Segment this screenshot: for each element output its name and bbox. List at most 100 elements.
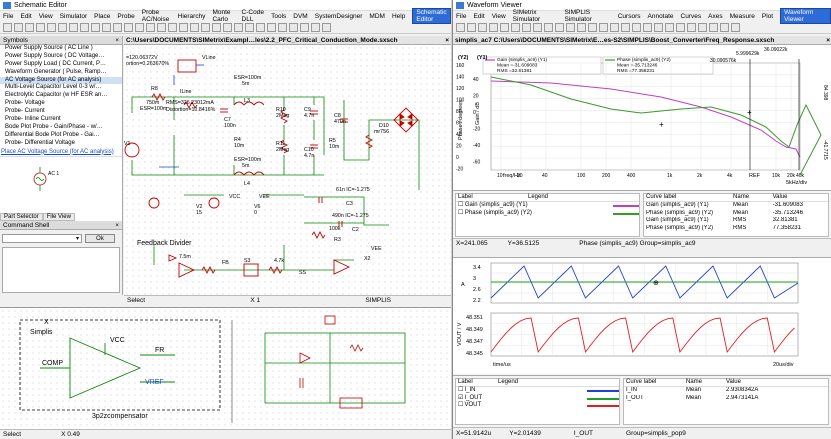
waveform-toolbar-icon[interactable] — [533, 22, 542, 32]
schematic-toolbar-icon[interactable] — [113, 22, 122, 32]
schematic-toolbar-icon[interactable] — [58, 22, 67, 32]
schematic-menu-hierarchy[interactable]: Hierarchy — [177, 12, 206, 20]
schematic-menu-probe[interactable]: Probe — [117, 12, 135, 20]
waveform-toolbar-icon[interactable] — [511, 22, 520, 32]
waveform-toolbar-icon[interactable] — [687, 22, 696, 32]
table-row[interactable]: ☐VOUT — [456, 402, 619, 410]
checkbox[interactable]: ☐ — [458, 202, 464, 208]
schematic-toolbar-icon[interactable] — [168, 22, 177, 32]
symbol-list-item[interactable]: Power Supply Load ( DC Current, P… — [5, 60, 107, 67]
symbol-list-item[interactable]: Bode Plot Probe - Gain/Phase - w/… — [5, 123, 103, 130]
schematic-toolbar-icon[interactable] — [3, 22, 12, 32]
symbol-list-item[interactable]: Probe- Inline Current — [5, 116, 61, 123]
schematic-toolbar-icon[interactable] — [91, 22, 100, 32]
column-header[interactable]: Name — [733, 194, 750, 200]
schematic-toolbar-icon[interactable] — [69, 22, 78, 32]
waveform-toolbar-icon[interactable] — [489, 22, 498, 32]
cursor-marker-icon[interactable]: ⊕ — [653, 280, 659, 287]
waveform-toolbar-icon[interactable] — [731, 22, 740, 32]
waveform-toolbar-icon[interactable] — [709, 22, 718, 32]
waveform-toolbar-icon[interactable] — [599, 22, 608, 32]
column-header[interactable]: Name — [686, 379, 703, 385]
schematic-menu-file[interactable]: File — [3, 12, 14, 20]
symbol-list-item[interactable]: Power Supply Source ( AC Line ) — [5, 45, 93, 51]
waveform-menu-file[interactable]: File — [456, 12, 467, 20]
symbol-list-item[interactable]: AC Voltage Source (for AC analysis) — [0, 76, 122, 85]
symbol-list-item[interactable]: Probe- Differential Voltage — [5, 139, 75, 146]
schematic-toolbar-icon[interactable] — [179, 22, 188, 32]
checkbox[interactable]: ☑ — [458, 394, 464, 401]
place-link[interactable]: Place AC Voltage Source (for AC analysis… — [1, 148, 114, 155]
symbol-list-item[interactable]: Multi-Level Capacitor Level 0-3 w/… — [5, 84, 102, 91]
table-row[interactable]: ☐Gain (simplis_ac9) (Y1) — [456, 202, 639, 210]
waveform-menu-curves[interactable]: Curves — [680, 12, 702, 20]
schematic-canvas[interactable]: =120.06372V ortion=0.263670% VLine ILine… — [124, 45, 451, 295]
waveform-menu-view[interactable]: View — [491, 12, 506, 20]
schematic-toolbar-icon[interactable] — [234, 22, 243, 32]
close-icon[interactable]: × — [115, 36, 119, 44]
waveform-menu-axes[interactable]: Axes — [708, 12, 723, 20]
waveform-toolbar-icon[interactable] — [632, 22, 641, 32]
schematic-menu-view[interactable]: View — [38, 12, 53, 20]
waveform-toolbar-icon[interactable] — [555, 22, 564, 32]
waveform-toolbar-icon[interactable] — [544, 22, 553, 32]
schematic-toolbar-icon[interactable] — [322, 22, 331, 32]
schematic-toolbar-icon[interactable] — [256, 22, 265, 32]
ok-button[interactable]: Ok — [85, 234, 115, 243]
waveform-toolbar-icon[interactable] — [665, 22, 674, 32]
command-input[interactable]: ▾ — [2, 234, 82, 243]
tab-part-selector[interactable]: Part Selector — [0, 212, 43, 221]
waveform-toolbar-icon[interactable] — [621, 22, 630, 32]
checkbox[interactable]: ☐ — [458, 402, 464, 408]
schematic-toolbar-icon[interactable] — [212, 22, 221, 32]
schematic-toolbar-icon[interactable] — [135, 22, 144, 32]
close-icon[interactable]: × — [445, 36, 449, 44]
schematic-toolbar-icon[interactable] — [300, 22, 309, 32]
schematic-window-badge[interactable]: Schematic Editor — [412, 8, 451, 24]
waveform-toolbar-icon[interactable] — [676, 22, 685, 32]
symbol-list-item[interactable]: Electrolytic Capacitor (w HF ESR an… — [5, 92, 108, 99]
table-row[interactable]: ☐I_IN — [456, 387, 619, 395]
column-header[interactable]: Curve label — [626, 379, 657, 385]
schematic-toolbar-icon[interactable] — [289, 22, 298, 32]
waveform-toolbar-icon[interactable] — [456, 22, 465, 32]
waveform-menu-simplis-simulator[interactable]: SIMPLIS Simulator — [564, 9, 592, 23]
schematic-toolbar-icon[interactable] — [278, 22, 287, 32]
waveform-menu-plot[interactable]: Plot — [761, 12, 774, 20]
command-output[interactable] — [2, 247, 120, 293]
checkbox[interactable]: ☐ — [458, 209, 464, 216]
schematic-menu-help[interactable]: Help — [391, 12, 406, 20]
waveform-menu-cursors[interactable]: Cursors — [617, 12, 641, 20]
schematic-toolbar-icon[interactable] — [311, 22, 320, 32]
waveform-toolbar-icon[interactable] — [720, 22, 729, 32]
waveform-toolbar-icon[interactable] — [566, 22, 575, 32]
schematic-toolbar-icon[interactable] — [124, 22, 133, 32]
schematic-menu-monte-carlo[interactable]: Monte Carlo — [212, 9, 231, 23]
column-header[interactable]: Legend — [498, 379, 519, 385]
schematic-toolbar-icon[interactable] — [201, 22, 210, 32]
waveform-window-badge[interactable]: Waveform Viewer — [780, 8, 831, 24]
waveform-toolbar-icon[interactable] — [577, 22, 586, 32]
table-row[interactable]: ☑I_OUT — [456, 395, 619, 403]
waveform-toolbar-icon[interactable] — [522, 22, 531, 32]
column-header[interactable]: Value — [772, 194, 788, 200]
column-header[interactable]: Label — [458, 194, 473, 200]
schematic-menu-dvm[interactable]: DVM — [293, 12, 308, 20]
schematic-menu-probe-ac-noise[interactable]: Probe AC/Noise — [141, 9, 170, 23]
schematic-toolbar-icon[interactable] — [47, 22, 56, 32]
schematic-toolbar-icon[interactable] — [190, 22, 199, 32]
schematic-toolbar-icon[interactable] — [36, 22, 45, 32]
table-row[interactable]: Gain (simplis_ac9) (Y1)Mean-31.609083 — [644, 202, 828, 210]
checkbox[interactable]: ☐ — [458, 387, 464, 393]
column-header[interactable]: Legend — [528, 194, 549, 200]
schematic-toolbar-icon[interactable] — [80, 22, 89, 32]
waveform-menu-annotate[interactable]: Annotate — [647, 12, 674, 20]
waveform-toolbar-icon[interactable] — [610, 22, 619, 32]
close-icon[interactable]: × — [826, 36, 830, 44]
schematic-toolbar-icon[interactable] — [223, 22, 232, 32]
